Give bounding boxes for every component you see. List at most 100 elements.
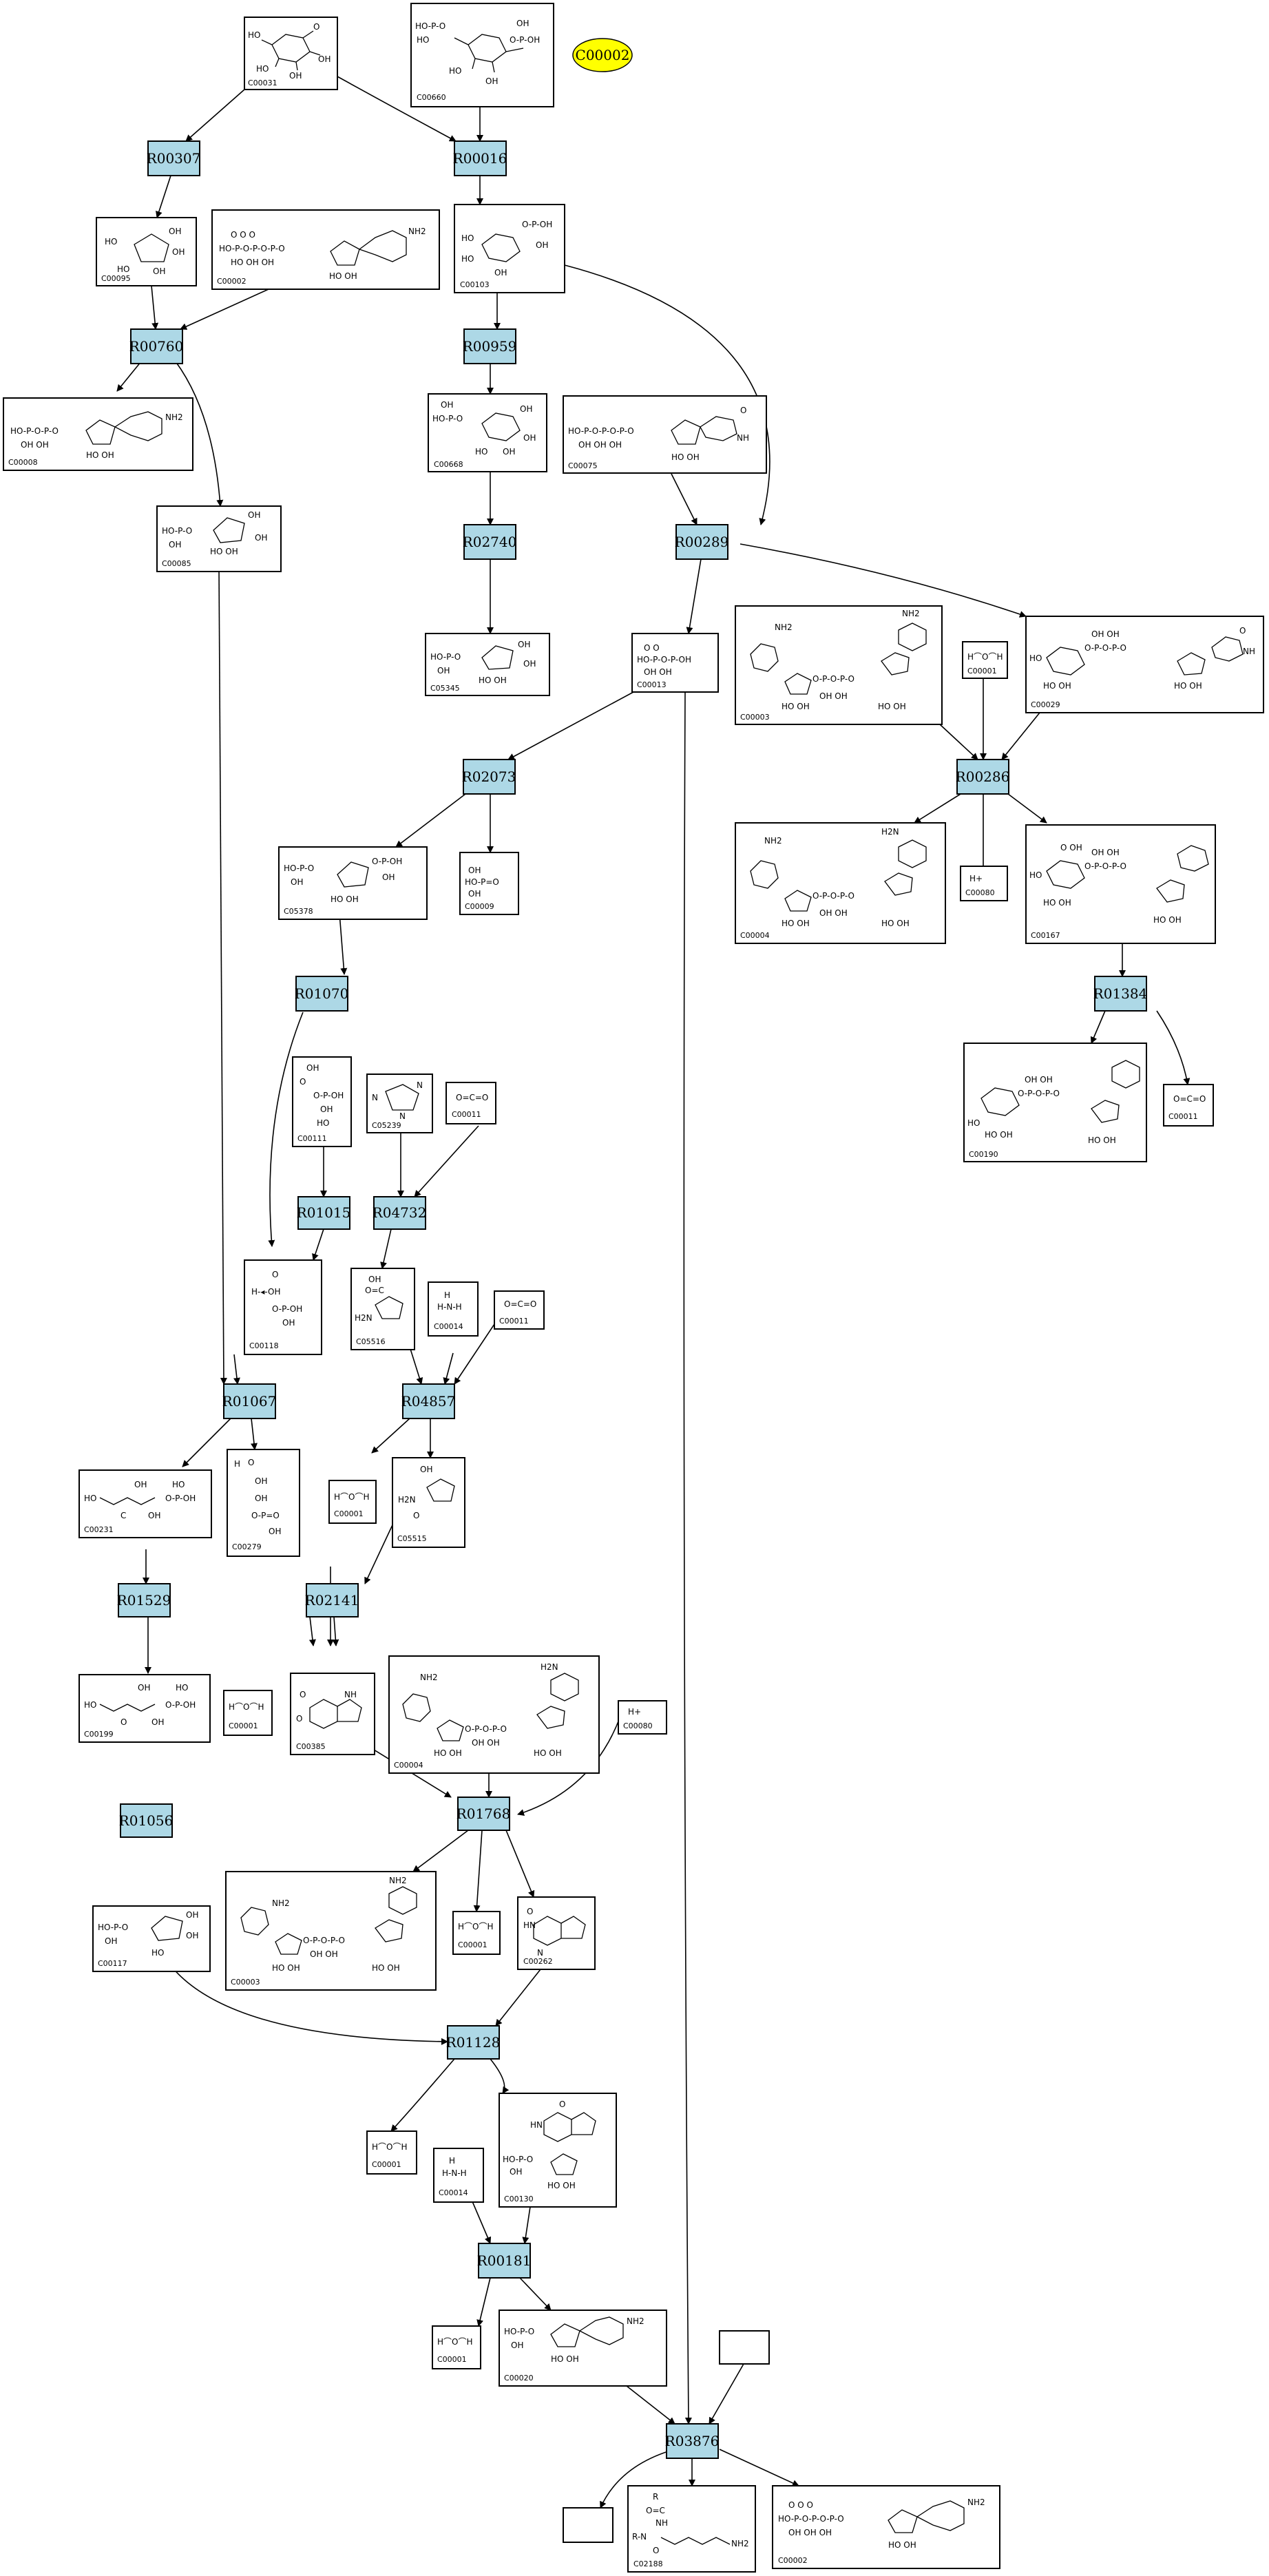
reaction-R00307[interactable]: R00307 bbox=[147, 140, 201, 176]
reaction-R01056[interactable]: R01056 bbox=[119, 1803, 174, 1838]
svg-text:OH: OH bbox=[255, 1494, 267, 1503]
compound-C00385[interactable]: O NH O C00385 bbox=[290, 1673, 375, 1755]
compound-C00075[interactable]: HO-P-O-P-O-P-O OH OH OH O NH HO OH C0007… bbox=[563, 395, 767, 474]
svg-text:HO: HO bbox=[151, 1948, 164, 1958]
svg-text:HO: HO bbox=[117, 264, 129, 274]
reaction-R00016[interactable]: R00016 bbox=[453, 140, 507, 176]
compound-C00118[interactable]: O H-◂-OH O-P-OH OH C00118 bbox=[244, 1259, 322, 1355]
compound-C00001-f[interactable]: H⌒O⌒H C00001 bbox=[432, 2325, 481, 2369]
compound-C00001-e[interactable]: H⌒O⌒H C00001 bbox=[366, 2130, 417, 2175]
reaction-R00760[interactable]: R00760 bbox=[129, 328, 184, 364]
svg-text:OH: OH bbox=[520, 404, 532, 414]
svg-text:HO: HO bbox=[449, 66, 461, 76]
compound-C00001-a[interactable]: H⌒O⌒H C00001 bbox=[962, 641, 1008, 679]
reaction-R00181[interactable]: R00181 bbox=[477, 2243, 532, 2279]
compound-id: C00103 bbox=[460, 280, 490, 289]
compound-C00029[interactable]: O-P-O-P-O OH OH HO O NH HO OH HO OH C000… bbox=[1025, 616, 1264, 713]
reaction-R01015[interactable]: R01015 bbox=[297, 1196, 351, 1230]
reaction-R04732[interactable]: R04732 bbox=[373, 1196, 427, 1230]
svg-text:O O O: O O O bbox=[788, 2500, 813, 2510]
compound-C00199[interactable]: OH HO HO O-P-OH O OH C00199 bbox=[78, 1674, 211, 1743]
molecule-structure bbox=[1046, 845, 1209, 903]
reaction-R01384[interactable]: R01384 bbox=[1093, 976, 1148, 1012]
compound-C00117[interactable]: HO-P-O OH OH OH HO C00117 bbox=[92, 1905, 211, 1972]
edge bbox=[414, 1125, 479, 1197]
molecule-structure bbox=[213, 517, 245, 543]
reaction-R01529[interactable]: R01529 bbox=[117, 1583, 171, 1617]
compound-C00668[interactable]: HO-P-O OH OH OH HO OH C00668 bbox=[428, 393, 547, 472]
compound-C00011-c[interactable]: O=C=O C00011 bbox=[494, 1290, 545, 1330]
reaction-R04857[interactable]: R04857 bbox=[401, 1383, 456, 1419]
compound-C00031[interactable]: HO O OH OH HO C00031 bbox=[244, 17, 338, 90]
molecule-structure bbox=[660, 2537, 731, 2545]
compound-C00002[interactable]: HO-P-O-P-O-P-O O O O HO OH OH NH2 HO OH … bbox=[211, 209, 440, 290]
molecule-structure bbox=[330, 230, 407, 266]
compound-C00011-a[interactable]: O=C=O C00011 bbox=[445, 1082, 496, 1124]
reaction-R00289[interactable]: R00289 bbox=[675, 524, 729, 560]
compound-C05516[interactable]: OH O=C H2N C05516 bbox=[350, 1268, 415, 1350]
compound-id: C00031 bbox=[248, 78, 277, 87]
compound-C05378[interactable]: HO-P-O OH O-P-OH OH HO OH C05378 bbox=[278, 846, 428, 920]
compound-C00004-b[interactable]: NH2 O-P-O-P-O OH OH H2N HO OH HO OH C000… bbox=[388, 1655, 600, 1774]
compound-C00003-b[interactable]: NH2 O-P-O-P-O OH OH NH2 HO OH HO OH C000… bbox=[225, 1871, 437, 1991]
compound-C00167[interactable]: O OH O-P-O-P-O OH OH HO HO OH HO OH C001… bbox=[1025, 824, 1216, 944]
compound-C00014-b[interactable]: H H-N-H C00014 bbox=[433, 2148, 484, 2203]
compound-C00111[interactable]: OH O O-P-OH OH HO C00111 bbox=[292, 1056, 352, 1147]
compound-C00001-d[interactable]: H⌒O⌒H C00001 bbox=[452, 1911, 501, 1955]
compound-C00008[interactable]: HO-P-O-P-O OH OH NH2 HO OH C00008 bbox=[3, 397, 193, 471]
compound-C00262[interactable]: O HN N C00262 bbox=[517, 1896, 596, 1970]
compound-C00001-b[interactable]: H⌒O⌒H C00001 bbox=[328, 1480, 377, 1524]
compound-C00020[interactable]: HO-P-O OH NH2 HO OH C00020 bbox=[499, 2310, 667, 2387]
highlight-compound-C00002[interactable]: C00002 bbox=[572, 38, 633, 72]
compound-C05239[interactable]: N N N C05239 bbox=[366, 1074, 433, 1133]
reaction-R02073[interactable]: R02073 bbox=[462, 759, 516, 795]
compound-C00279[interactable]: H O OH OH O-P=O OH C00279 bbox=[227, 1449, 300, 1557]
edge bbox=[443, 1352, 454, 1385]
compound-C00660[interactable]: HO-P-O HO OH O-P-OH OH HO C00660 bbox=[410, 3, 554, 107]
reaction-R03876[interactable]: R03876 bbox=[665, 2423, 720, 2459]
reaction-R00286[interactable]: R00286 bbox=[956, 759, 1010, 795]
compound-C00001-c[interactable]: H⌒O⌒H C00001 bbox=[223, 1690, 273, 1736]
molecule-structure bbox=[750, 622, 927, 695]
compound-C02188[interactable]: R O=C NH R-N NH2 O C02188 bbox=[627, 2485, 756, 2573]
svg-text:OH: OH bbox=[153, 266, 165, 276]
reaction-R01768[interactable]: R01768 bbox=[457, 1797, 511, 1831]
svg-text:HO OH: HO OH bbox=[671, 452, 700, 462]
compound-C05345[interactable]: HO-P-O OH OH OH HO OH C05345 bbox=[425, 633, 550, 696]
compound-C00009[interactable]: OH HO-P=O OH C00009 bbox=[459, 852, 519, 915]
compound-C00004-a[interactable]: NH2 O-P-O-P-O OH OH H2N HO OH HO OH C000… bbox=[735, 822, 946, 944]
compound-C00130[interactable]: O HN HO-P-O OH HO OH C00130 bbox=[499, 2093, 617, 2208]
reaction-R01128[interactable]: R01128 bbox=[446, 2025, 501, 2060]
reaction-R02141[interactable]: R02141 bbox=[305, 1583, 359, 1617]
reaction-R01070[interactable]: R01070 bbox=[295, 976, 349, 1012]
compound-C05515[interactable]: OH H2N O C05515 bbox=[392, 1457, 465, 1548]
reaction-R01067[interactable]: R01067 bbox=[222, 1383, 277, 1419]
reaction-label: R01070 bbox=[295, 985, 349, 1002]
edge bbox=[600, 2449, 675, 2509]
compound-C00080-b[interactable]: H+ C00080 bbox=[618, 1700, 667, 1735]
compound-C00190[interactable]: O-P-O-P-O OH OH HO HO OH HO OH C00190 bbox=[963, 1043, 1147, 1162]
reaction-R02740[interactable]: R02740 bbox=[463, 524, 517, 560]
svg-text:NH2: NH2 bbox=[775, 622, 793, 632]
compound-C00080-a[interactable]: H+ C00080 bbox=[960, 866, 1008, 901]
svg-text:OH OH OH: OH OH OH bbox=[788, 2528, 832, 2537]
compound-C00011-b[interactable]: O=C=O C00011 bbox=[1163, 1084, 1214, 1127]
svg-text:HO OH: HO OH bbox=[331, 894, 359, 904]
svg-text:HO OH: HO OH bbox=[1174, 681, 1202, 691]
compound-C00013[interactable]: O O HO-P-O-P-OH OH OH C00013 bbox=[631, 633, 719, 693]
compound-C00103[interactable]: HO O-P-OH OH HO OH C00103 bbox=[454, 204, 565, 293]
compound-C00014-a[interactable]: H H-N-H C00014 bbox=[428, 1281, 479, 1337]
reaction-label: R00760 bbox=[129, 338, 184, 355]
compound-C00003-a[interactable]: NH2 O-P-O-P-O OH OH NH2 HO OH HO OH C000… bbox=[735, 605, 943, 725]
compound-C00231[interactable]: OH HO HO O-P-OH C OH C00231 bbox=[78, 1469, 212, 1538]
empty-compound-box[interactable] bbox=[563, 2507, 613, 2543]
compound-C00085[interactable]: HO-P-O OH OH OH HO OH C00085 bbox=[156, 505, 282, 572]
empty-compound-box[interactable] bbox=[719, 2330, 770, 2365]
reaction-R00959[interactable]: R00959 bbox=[463, 328, 517, 364]
compound-C00002-b[interactable]: HO-P-O-P-O-P-O O O O OH OH OH NH2 HO OH … bbox=[772, 2485, 1000, 2569]
edge bbox=[308, 1616, 316, 1646]
compound-id: C00080 bbox=[965, 888, 995, 897]
compound-C00095[interactable]: HO OH OH HO OH C00095 bbox=[96, 217, 197, 286]
svg-text:O=C=O: O=C=O bbox=[504, 1299, 536, 1309]
reaction-label: R01384 bbox=[1093, 985, 1148, 1002]
